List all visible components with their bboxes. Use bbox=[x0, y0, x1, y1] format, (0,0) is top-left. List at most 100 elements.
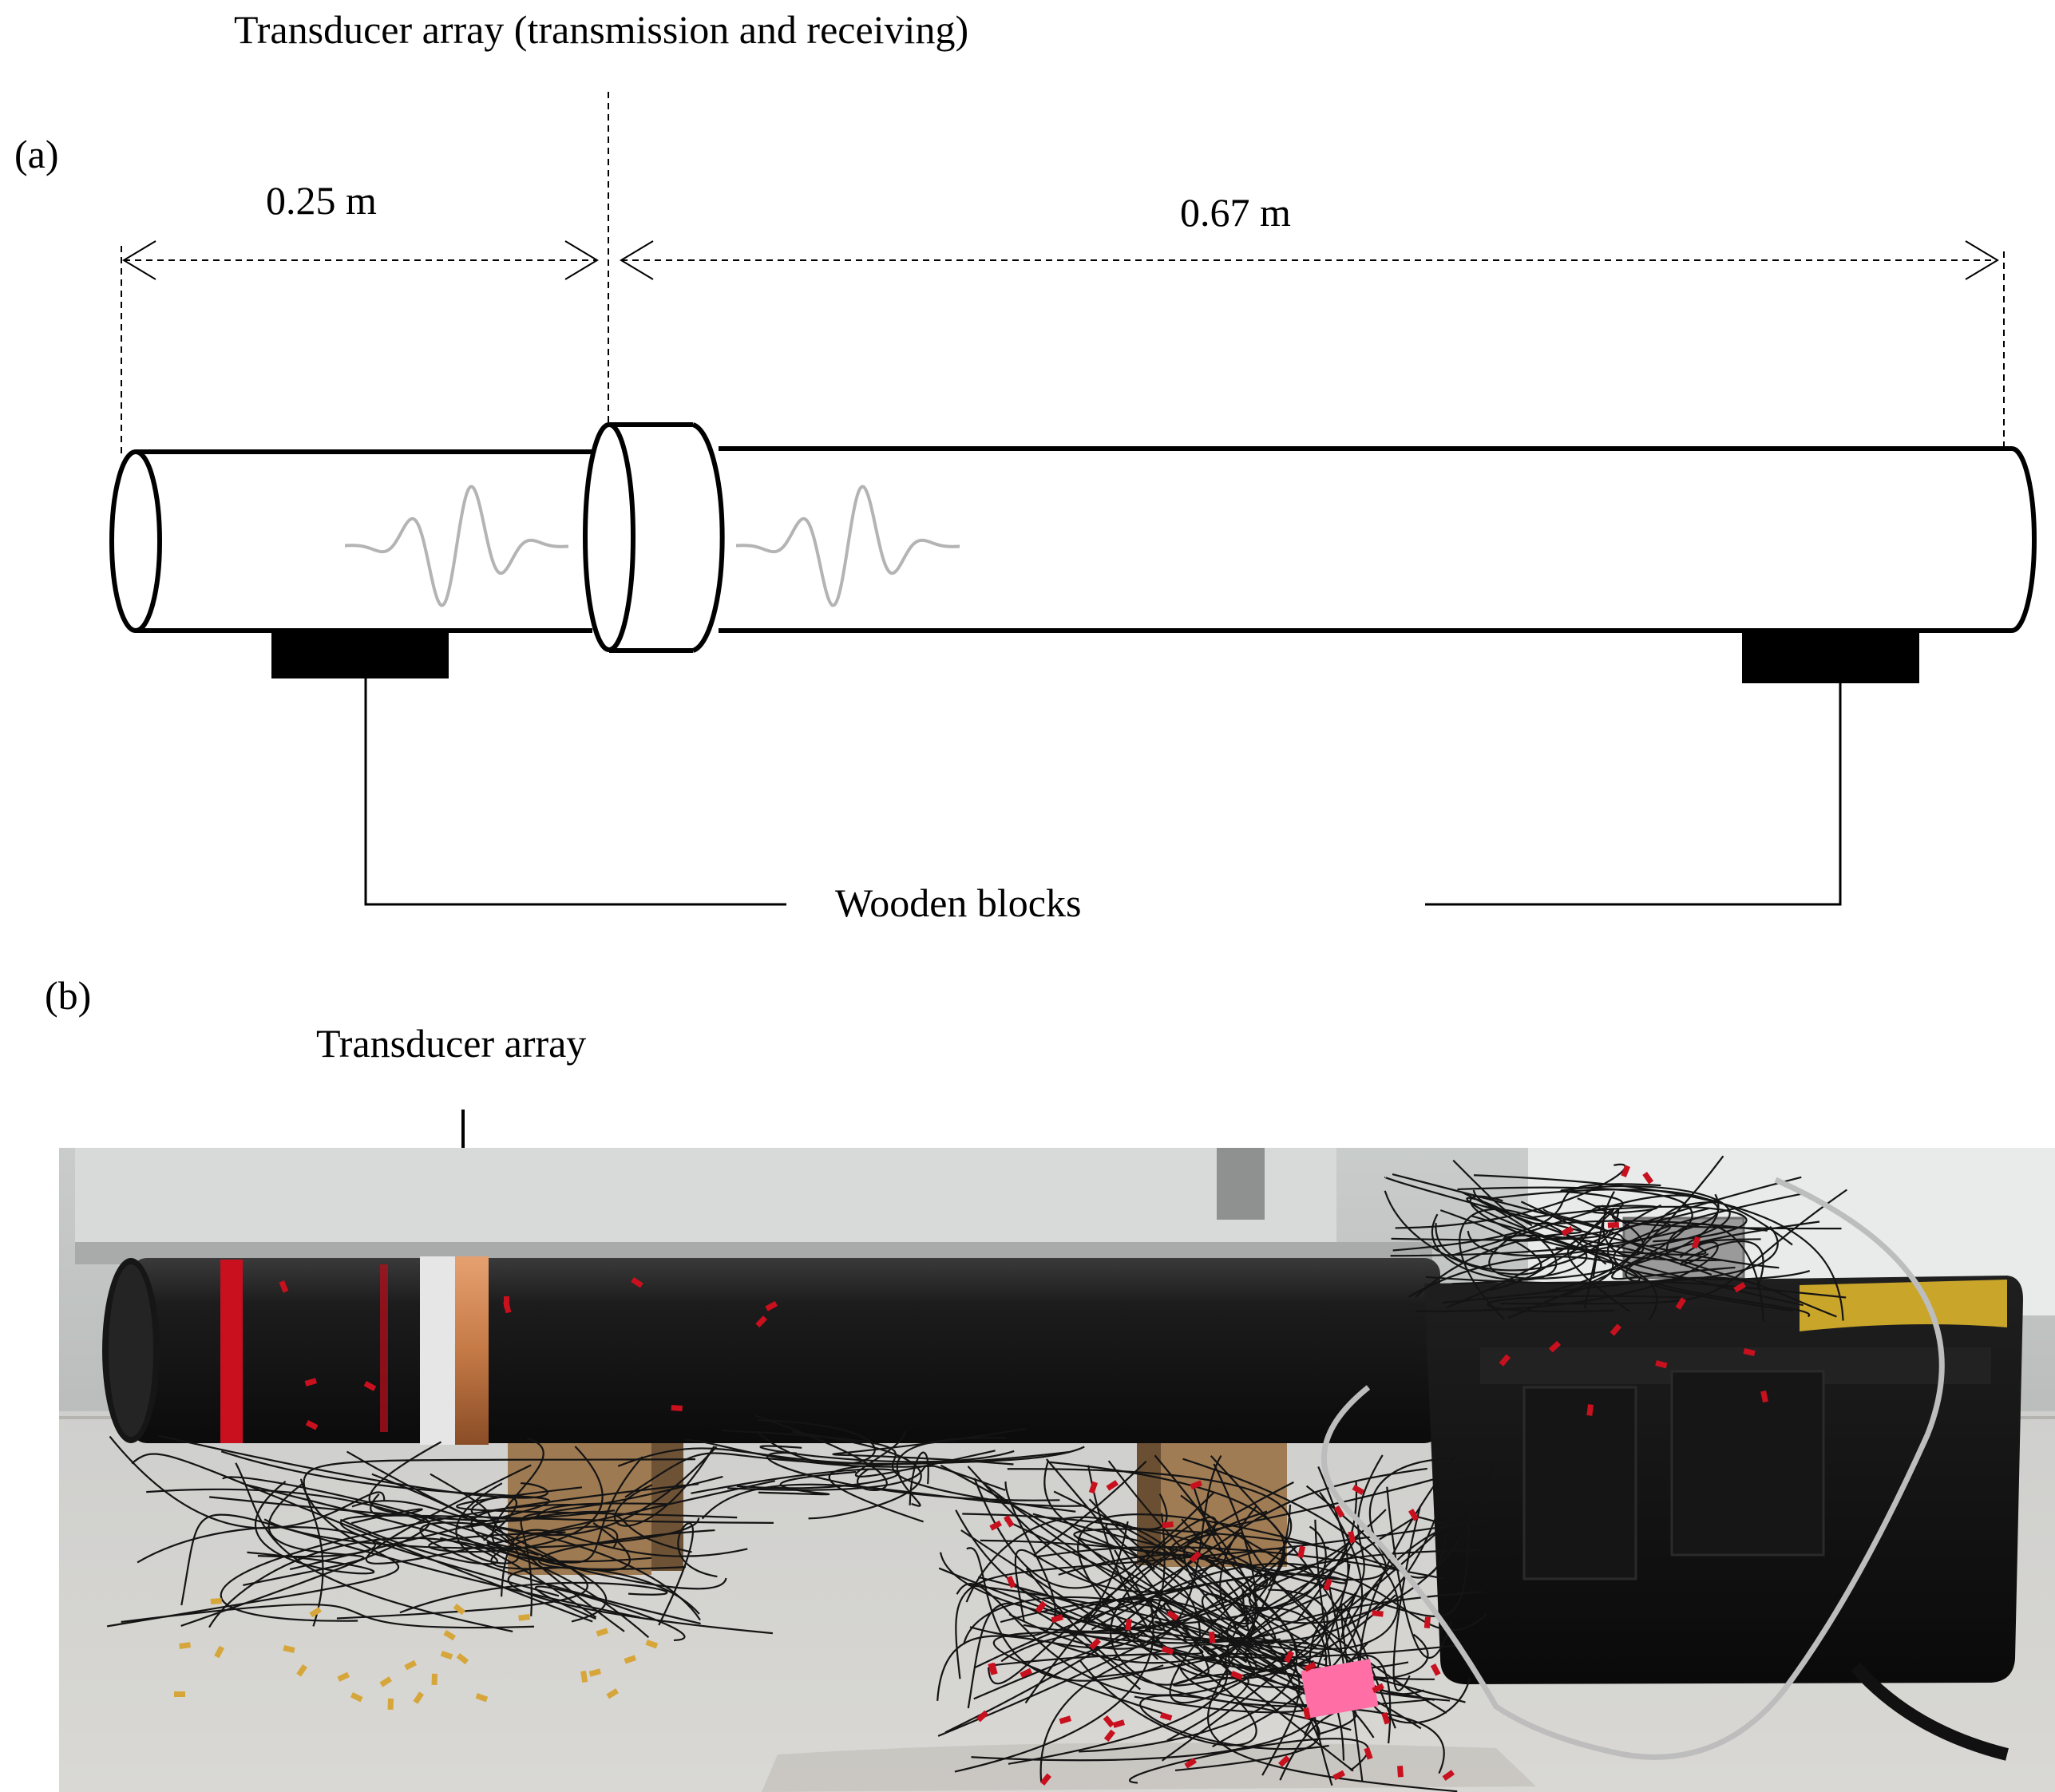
photo-cable-marker bbox=[309, 1607, 322, 1618]
photo-cable-marker bbox=[1020, 1667, 1033, 1679]
photo-cable bbox=[828, 1446, 1085, 1523]
photo-cable bbox=[137, 1525, 376, 1564]
photo-cable-marker bbox=[305, 1419, 319, 1430]
wooden-block-left bbox=[271, 624, 449, 678]
photo-cable bbox=[419, 1521, 701, 1625]
photo-cable-marker bbox=[1372, 1610, 1384, 1617]
photo-cable bbox=[106, 1478, 400, 1628]
photo-cable bbox=[896, 1437, 1007, 1507]
photo-cable-marker bbox=[1184, 1758, 1197, 1769]
photo-cable-marker bbox=[1743, 1348, 1756, 1356]
top-caption: Transducer array (transmission and recei… bbox=[234, 7, 968, 52]
photo-cable-marker bbox=[1051, 1614, 1063, 1624]
photo-cable-marker bbox=[363, 1381, 377, 1391]
photo-cable bbox=[1500, 1189, 1847, 1305]
photo-cable-marker bbox=[1006, 1576, 1016, 1588]
photo-cable-marker bbox=[174, 1691, 185, 1697]
photo-cable-marker bbox=[350, 1692, 363, 1703]
photo-cable bbox=[500, 1529, 748, 1597]
photo-cable bbox=[1473, 1174, 1844, 1321]
photo-cable bbox=[962, 1485, 1268, 1588]
photo-copper-band bbox=[455, 1256, 489, 1445]
photo-cable bbox=[1154, 1620, 1466, 1703]
photo-cable bbox=[1451, 1246, 1630, 1312]
photo-cable-marker bbox=[645, 1640, 659, 1649]
photo-cable bbox=[1613, 1192, 1811, 1280]
photo-cable-marker bbox=[1039, 1773, 1052, 1786]
photo-table-stains bbox=[762, 1743, 1536, 1792]
photo-pink-tag bbox=[1301, 1659, 1379, 1719]
photo-cable-marker bbox=[1304, 1661, 1317, 1672]
photo-electronics-bag bbox=[1424, 1276, 2023, 1761]
photo-cable-marker bbox=[1333, 1505, 1345, 1518]
photo-cable bbox=[1590, 1205, 1658, 1214]
photo-cable bbox=[977, 1549, 1165, 1632]
photo-cable bbox=[1359, 1454, 1471, 1724]
photo-cable-marker bbox=[1190, 1480, 1202, 1490]
photo-cable bbox=[1384, 1176, 1780, 1269]
photo-cable-marker bbox=[1125, 1619, 1132, 1631]
photo-cable bbox=[339, 1514, 774, 1597]
photo-cable-marker bbox=[606, 1688, 619, 1699]
photo-cable bbox=[1212, 1491, 1364, 1748]
photo-cable bbox=[766, 1451, 1060, 1501]
photo-cable-marker bbox=[453, 1603, 465, 1616]
photo-cable bbox=[1392, 1173, 1759, 1286]
photo-cable bbox=[1014, 1549, 1212, 1621]
photo-cable-marker bbox=[1089, 1638, 1101, 1650]
photo-cable bbox=[754, 1414, 888, 1492]
photo-cable bbox=[1039, 1644, 1229, 1782]
photo-cable-marker bbox=[1230, 1671, 1243, 1680]
photo-cable bbox=[691, 1468, 900, 1494]
wave-signal-right bbox=[736, 485, 960, 607]
photo-cable bbox=[1166, 1659, 1314, 1742]
photo-cable-marker bbox=[989, 1663, 998, 1675]
photo-cable bbox=[984, 1483, 1321, 1772]
photo-cable-marker bbox=[1423, 1616, 1431, 1628]
photo-cable-markers bbox=[174, 1165, 1768, 1786]
photo-cable bbox=[1392, 1183, 1661, 1252]
photo-cable bbox=[1503, 1207, 1712, 1276]
photo-cable-marker bbox=[631, 1276, 643, 1288]
photo-cable bbox=[1442, 1276, 1837, 1318]
photo-cable-marker bbox=[387, 1698, 394, 1710]
photo-cable-marker bbox=[1364, 1747, 1373, 1760]
dimension-arrow-right bbox=[620, 240, 1999, 280]
photo-cable bbox=[1073, 1528, 1329, 1557]
photo-cable bbox=[243, 1483, 365, 1587]
photo-cable bbox=[1088, 1498, 1327, 1609]
photo-cable bbox=[727, 1464, 1006, 1491]
photo-cable-marker bbox=[1323, 1578, 1333, 1591]
photo-cable bbox=[937, 1468, 1293, 1737]
photo-cable bbox=[1139, 1695, 1352, 1750]
photo-cable bbox=[1087, 1465, 1396, 1679]
photo-cable-marker bbox=[1442, 1770, 1455, 1782]
pipe-right-section bbox=[719, 446, 2037, 633]
photo-cable-marker bbox=[624, 1655, 636, 1664]
photo-cable-marker bbox=[1278, 1754, 1290, 1767]
photo-cable bbox=[1472, 1189, 1614, 1296]
photo-cable bbox=[1530, 1205, 1748, 1243]
photo-cable bbox=[909, 1451, 929, 1505]
photo-cable bbox=[235, 1462, 513, 1632]
photo-cable-marker bbox=[443, 1630, 457, 1641]
photo-cable-marker bbox=[1059, 1715, 1071, 1725]
photo-cable-marker bbox=[1106, 1480, 1119, 1491]
photo-cable-marker bbox=[1561, 1225, 1574, 1236]
photo-cable bbox=[1079, 1552, 1298, 1753]
photo-cable bbox=[992, 1631, 1162, 1715]
photo-cable-marker bbox=[214, 1645, 224, 1659]
photo-cable bbox=[465, 1510, 692, 1553]
photo-cable bbox=[371, 1473, 520, 1565]
photo-cable-marker bbox=[431, 1673, 438, 1685]
photo-cable bbox=[966, 1547, 1164, 1682]
photo-cable bbox=[1053, 1565, 1435, 1701]
photo-cable-marker bbox=[580, 1671, 588, 1683]
pipe-left-section bbox=[109, 449, 592, 633]
photo-cable-marker bbox=[1284, 1650, 1294, 1663]
wooden-blocks-label: Wooden blocks bbox=[835, 880, 1081, 925]
photo-cable bbox=[722, 1429, 1076, 1513]
photo-cable-marker bbox=[1088, 1481, 1098, 1494]
panel-b-label: (b) bbox=[45, 973, 92, 1018]
photo-cable bbox=[1395, 1163, 1626, 1229]
